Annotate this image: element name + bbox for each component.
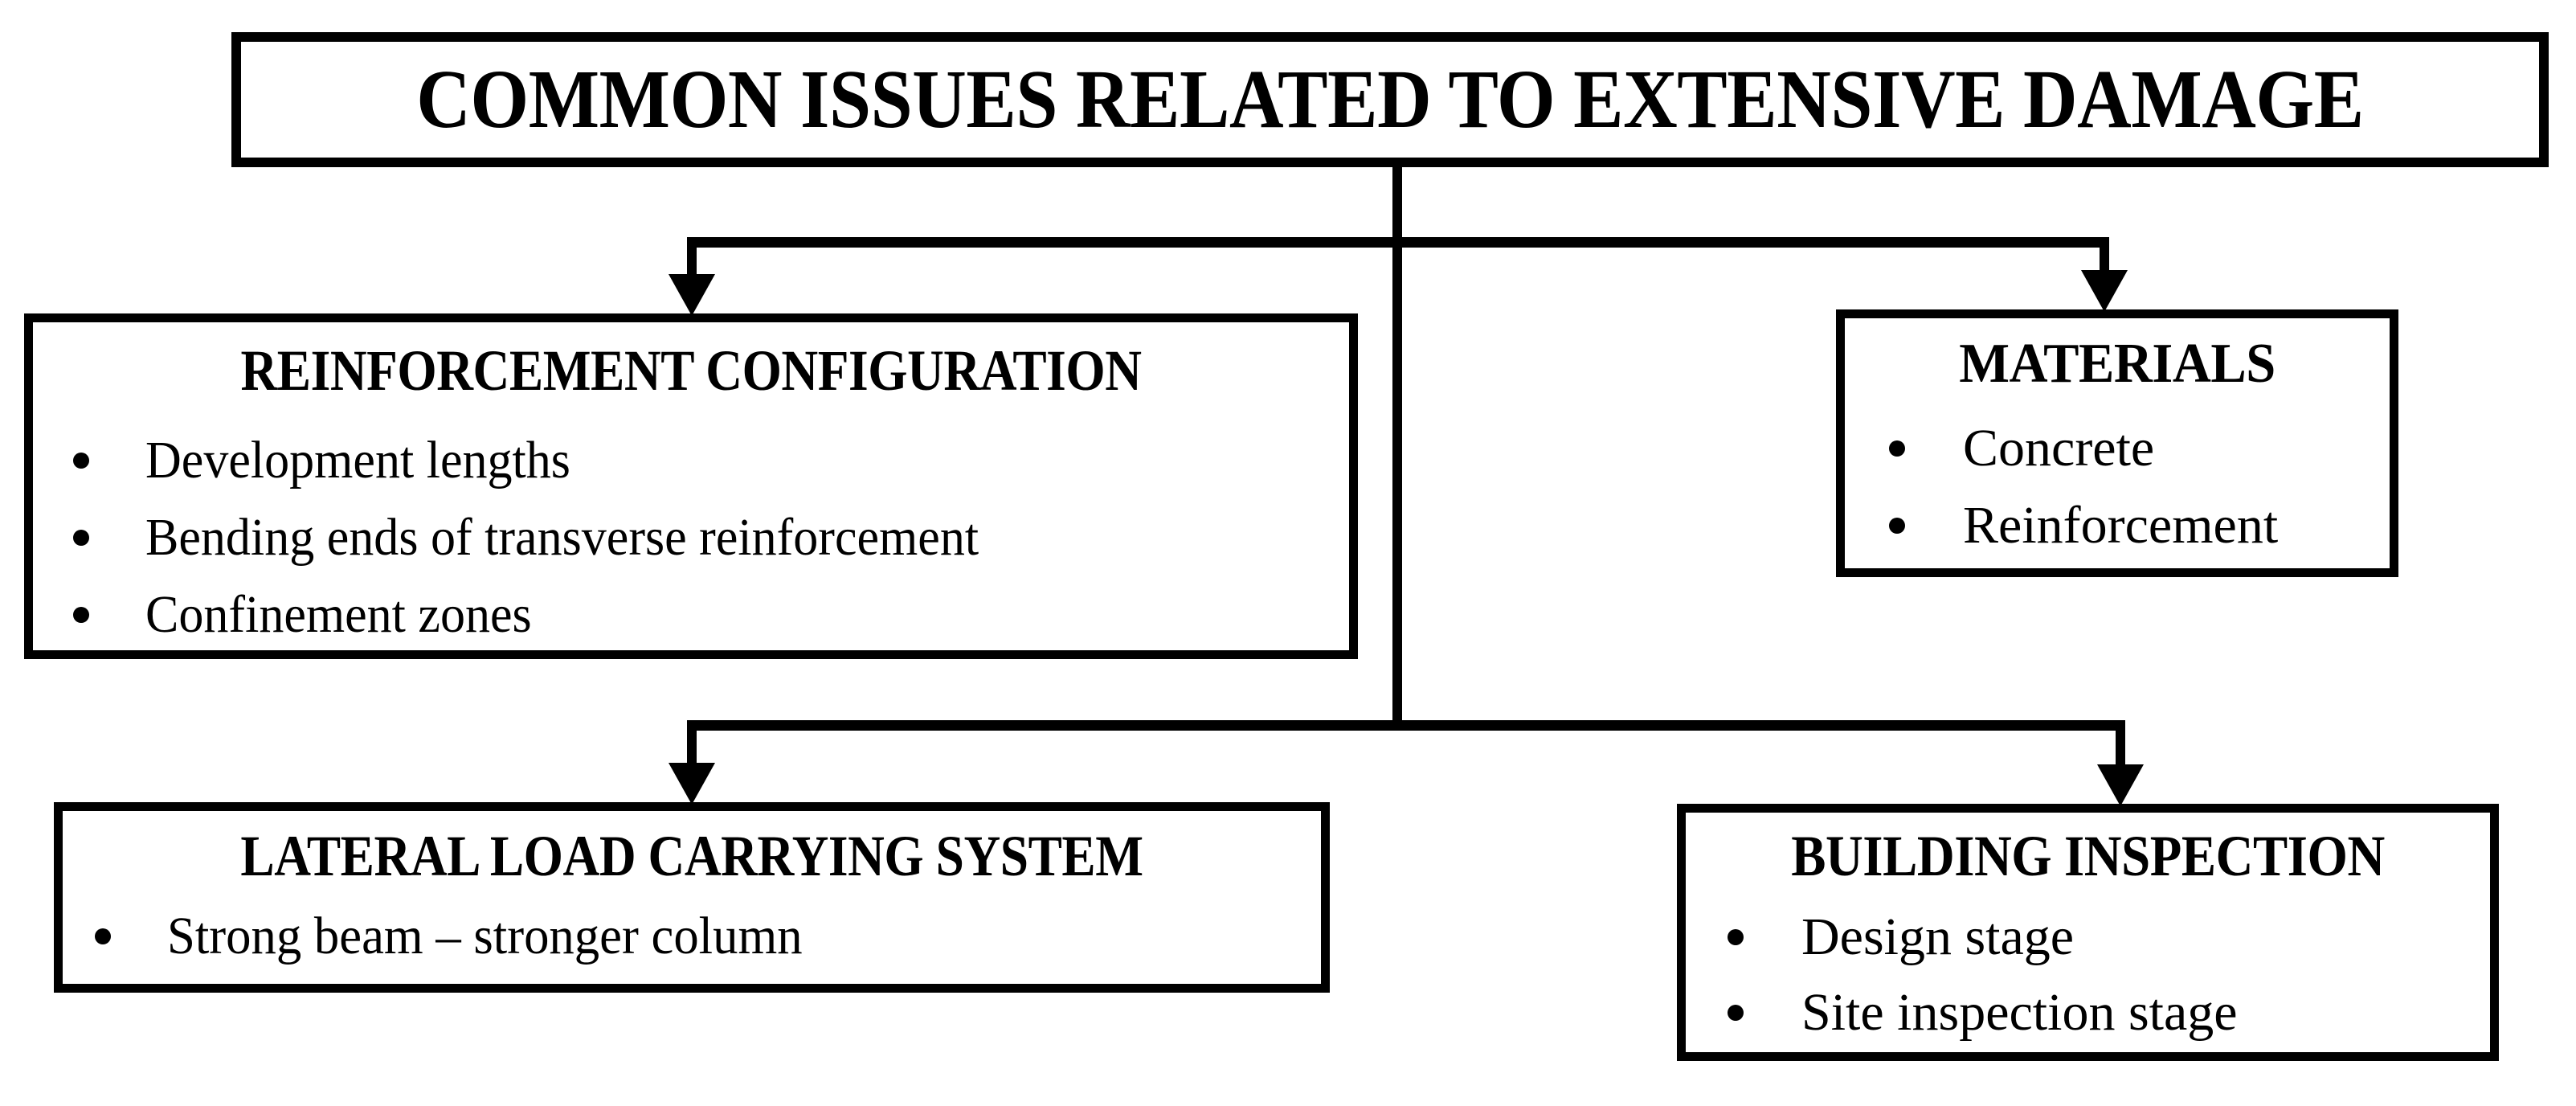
list-item-label: Confinement zones: [145, 585, 532, 644]
root-node[interactable]: COMMON ISSUES RELATED TO EXTENSIVE DAMAG…: [231, 32, 2549, 167]
list-item: Confinement zones: [73, 576, 1349, 653]
lower-left-arrowhead-icon: [669, 763, 715, 805]
list-item: Development lengths: [73, 422, 1349, 499]
upper-left-drop-connector: [687, 237, 697, 277]
trunk-vertical-connector: [1392, 167, 1402, 727]
bullet-dot-icon: [1728, 1005, 1744, 1021]
upper-branch-horizontal-connector: [687, 237, 2109, 248]
upper-right-drop-connector: [2100, 237, 2109, 273]
list-item: Strong beam – stronger column: [95, 899, 1321, 973]
list-item-label: Site inspection stage: [1801, 983, 2238, 1042]
bullet-dot-icon: [73, 530, 89, 546]
bullet-dot-icon: [1728, 929, 1744, 945]
bullet-dot-icon: [73, 453, 89, 469]
reinforcement-configuration-list: Development lengths Bending ends of tran…: [33, 422, 1349, 653]
lateral-load-carrying-system-list: Strong beam – stronger column: [63, 899, 1321, 973]
lower-right-arrowhead-icon: [2097, 764, 2144, 806]
upper-left-arrowhead-icon: [669, 274, 715, 316]
lower-left-drop-connector: [687, 720, 697, 766]
bullet-dot-icon: [95, 928, 111, 944]
building-inspection-list: Design stage Site inspection stage: [1686, 899, 2490, 1051]
bullet-dot-icon: [1889, 440, 1905, 457]
lateral-load-carrying-system-node[interactable]: LATERAL LOAD CARRYING SYSTEM Strong beam…: [54, 802, 1330, 993]
bullet-dot-icon: [73, 607, 89, 623]
lower-branch-horizontal-connector: [687, 720, 2125, 731]
materials-list: Concrete Reinforcement: [1845, 410, 2390, 564]
building-inspection-title: BUILDING INSPECTION: [1791, 824, 2385, 888]
list-item: Design stage: [1728, 899, 2490, 975]
list-item: Bending ends of transverse reinforcement: [73, 499, 1349, 576]
root-node-title: COMMON ISSUES RELATED TO EXTENSIVE DAMAG…: [416, 53, 2364, 145]
reinforcement-configuration-title: REINFORCEMENT CONFIGURATION: [240, 338, 1142, 403]
upper-right-arrowhead-icon: [2081, 270, 2128, 312]
list-item: Reinforcement: [1889, 487, 2390, 564]
list-item-label: Concrete: [1963, 419, 2155, 477]
lateral-load-carrying-system-title: LATERAL LOAD CARRYING SYSTEM: [240, 824, 1143, 888]
list-item-label: Design stage: [1801, 907, 2075, 966]
list-item-label: Bending ends of transverse reinforcement: [145, 508, 979, 567]
list-item: Concrete: [1889, 410, 2390, 487]
materials-title: MATERIALS: [1959, 333, 2275, 395]
list-item-label: Strong beam – stronger column: [167, 907, 803, 965]
lower-right-drop-connector: [2116, 720, 2125, 768]
bullet-dot-icon: [1889, 518, 1905, 534]
list-item: Site inspection stage: [1728, 975, 2490, 1051]
reinforcement-configuration-node[interactable]: REINFORCEMENT CONFIGURATION Development …: [24, 313, 1358, 659]
list-item-label: Development lengths: [145, 431, 570, 490]
building-inspection-node[interactable]: BUILDING INSPECTION Design stage Site in…: [1677, 804, 2499, 1061]
list-item-label: Reinforcement: [1963, 496, 2279, 555]
materials-node[interactable]: MATERIALS Concrete Reinforcement: [1836, 309, 2398, 577]
